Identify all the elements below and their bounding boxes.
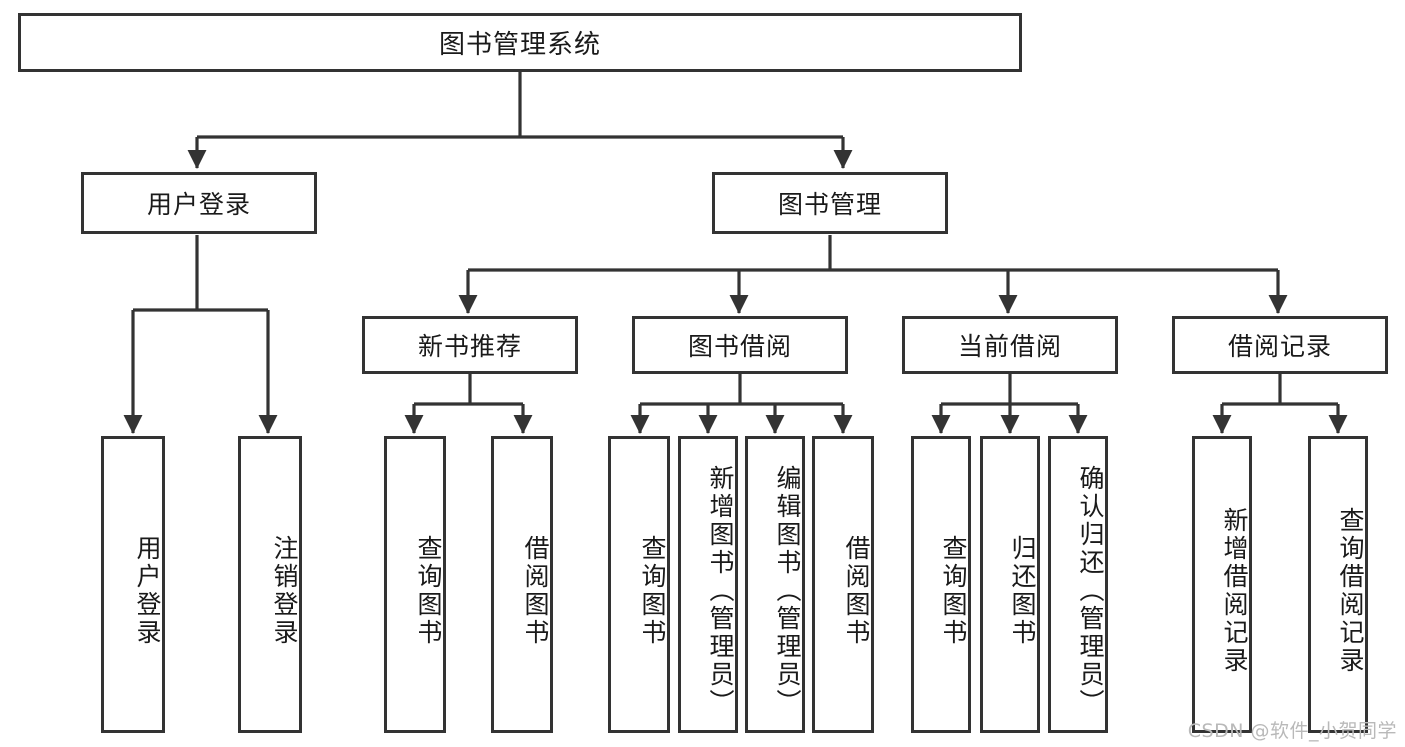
node-leaf-borrow-book-1-label: 借阅图书 (521, 534, 550, 647)
node-leaf-add-record[interactable]: 新增借阅记录 (1192, 436, 1252, 733)
node-leaf-borrow-book-2-label: 借阅图书 (842, 534, 871, 647)
node-book-borrow-label: 图书借阅 (687, 332, 792, 361)
watermark-text: CSDN @软件_小贺同学 (1187, 720, 1397, 742)
node-leaf-edit-book[interactable]: 编辑图书（管理员） (745, 436, 805, 733)
node-leaf-borrow-book-1[interactable]: 借阅图书 (491, 436, 553, 733)
node-leaf-add-book[interactable]: 新增图书（管理员） (678, 436, 738, 733)
node-leaf-add-record-label: 新增借阅记录 (1220, 506, 1249, 675)
node-borrow-record-label: 借阅记录 (1227, 332, 1332, 361)
node-leaf-return-book[interactable]: 归还图书 (980, 436, 1040, 733)
node-leaf-logout-login[interactable]: 注销登录 (238, 436, 302, 733)
node-leaf-confirm-return[interactable]: 确认归还（管理员） (1048, 436, 1108, 733)
node-user-login[interactable]: 用户登录 (81, 172, 317, 234)
node-book-manage-label: 图书管理 (777, 190, 882, 219)
node-root-system[interactable]: 图书管理系统 (18, 13, 1022, 72)
node-book-borrow[interactable]: 图书借阅 (632, 316, 848, 374)
node-current-borrow[interactable]: 当前借阅 (902, 316, 1118, 374)
node-leaf-borrow-book-2[interactable]: 借阅图书 (812, 436, 874, 733)
node-current-borrow-label: 当前借阅 (957, 332, 1062, 361)
node-root-system-label: 图书管理系统 (438, 30, 601, 60)
node-leaf-query-book-3-label: 查询图书 (939, 534, 968, 647)
node-leaf-query-book-3[interactable]: 查询图书 (911, 436, 971, 733)
node-leaf-query-book-1[interactable]: 查询图书 (384, 436, 446, 733)
node-leaf-edit-book-label: 编辑图书（管理员） (773, 464, 802, 717)
node-new-book-recommend-label: 新书推荐 (417, 332, 522, 361)
node-leaf-return-book-label: 归还图书 (1008, 534, 1037, 647)
node-leaf-query-record-label: 查询借阅记录 (1336, 506, 1365, 675)
node-leaf-query-book-1-label: 查询图书 (414, 534, 443, 647)
node-leaf-query-record[interactable]: 查询借阅记录 (1308, 436, 1368, 733)
node-book-manage[interactable]: 图书管理 (712, 172, 948, 234)
node-leaf-logout-login-label: 注销登录 (270, 534, 299, 647)
node-leaf-add-book-label: 新增图书（管理员） (706, 464, 735, 717)
node-new-book-recommend[interactable]: 新书推荐 (362, 316, 578, 374)
node-leaf-query-book-2-label: 查询图书 (638, 534, 667, 647)
node-leaf-user-login[interactable]: 用户登录 (101, 436, 165, 733)
node-leaf-confirm-return-label: 确认归还（管理员） (1076, 464, 1105, 717)
node-borrow-record[interactable]: 借阅记录 (1172, 316, 1388, 374)
node-leaf-query-book-2[interactable]: 查询图书 (608, 436, 670, 733)
node-user-login-label: 用户登录 (146, 190, 251, 219)
node-leaf-user-login-label: 用户登录 (133, 534, 162, 647)
